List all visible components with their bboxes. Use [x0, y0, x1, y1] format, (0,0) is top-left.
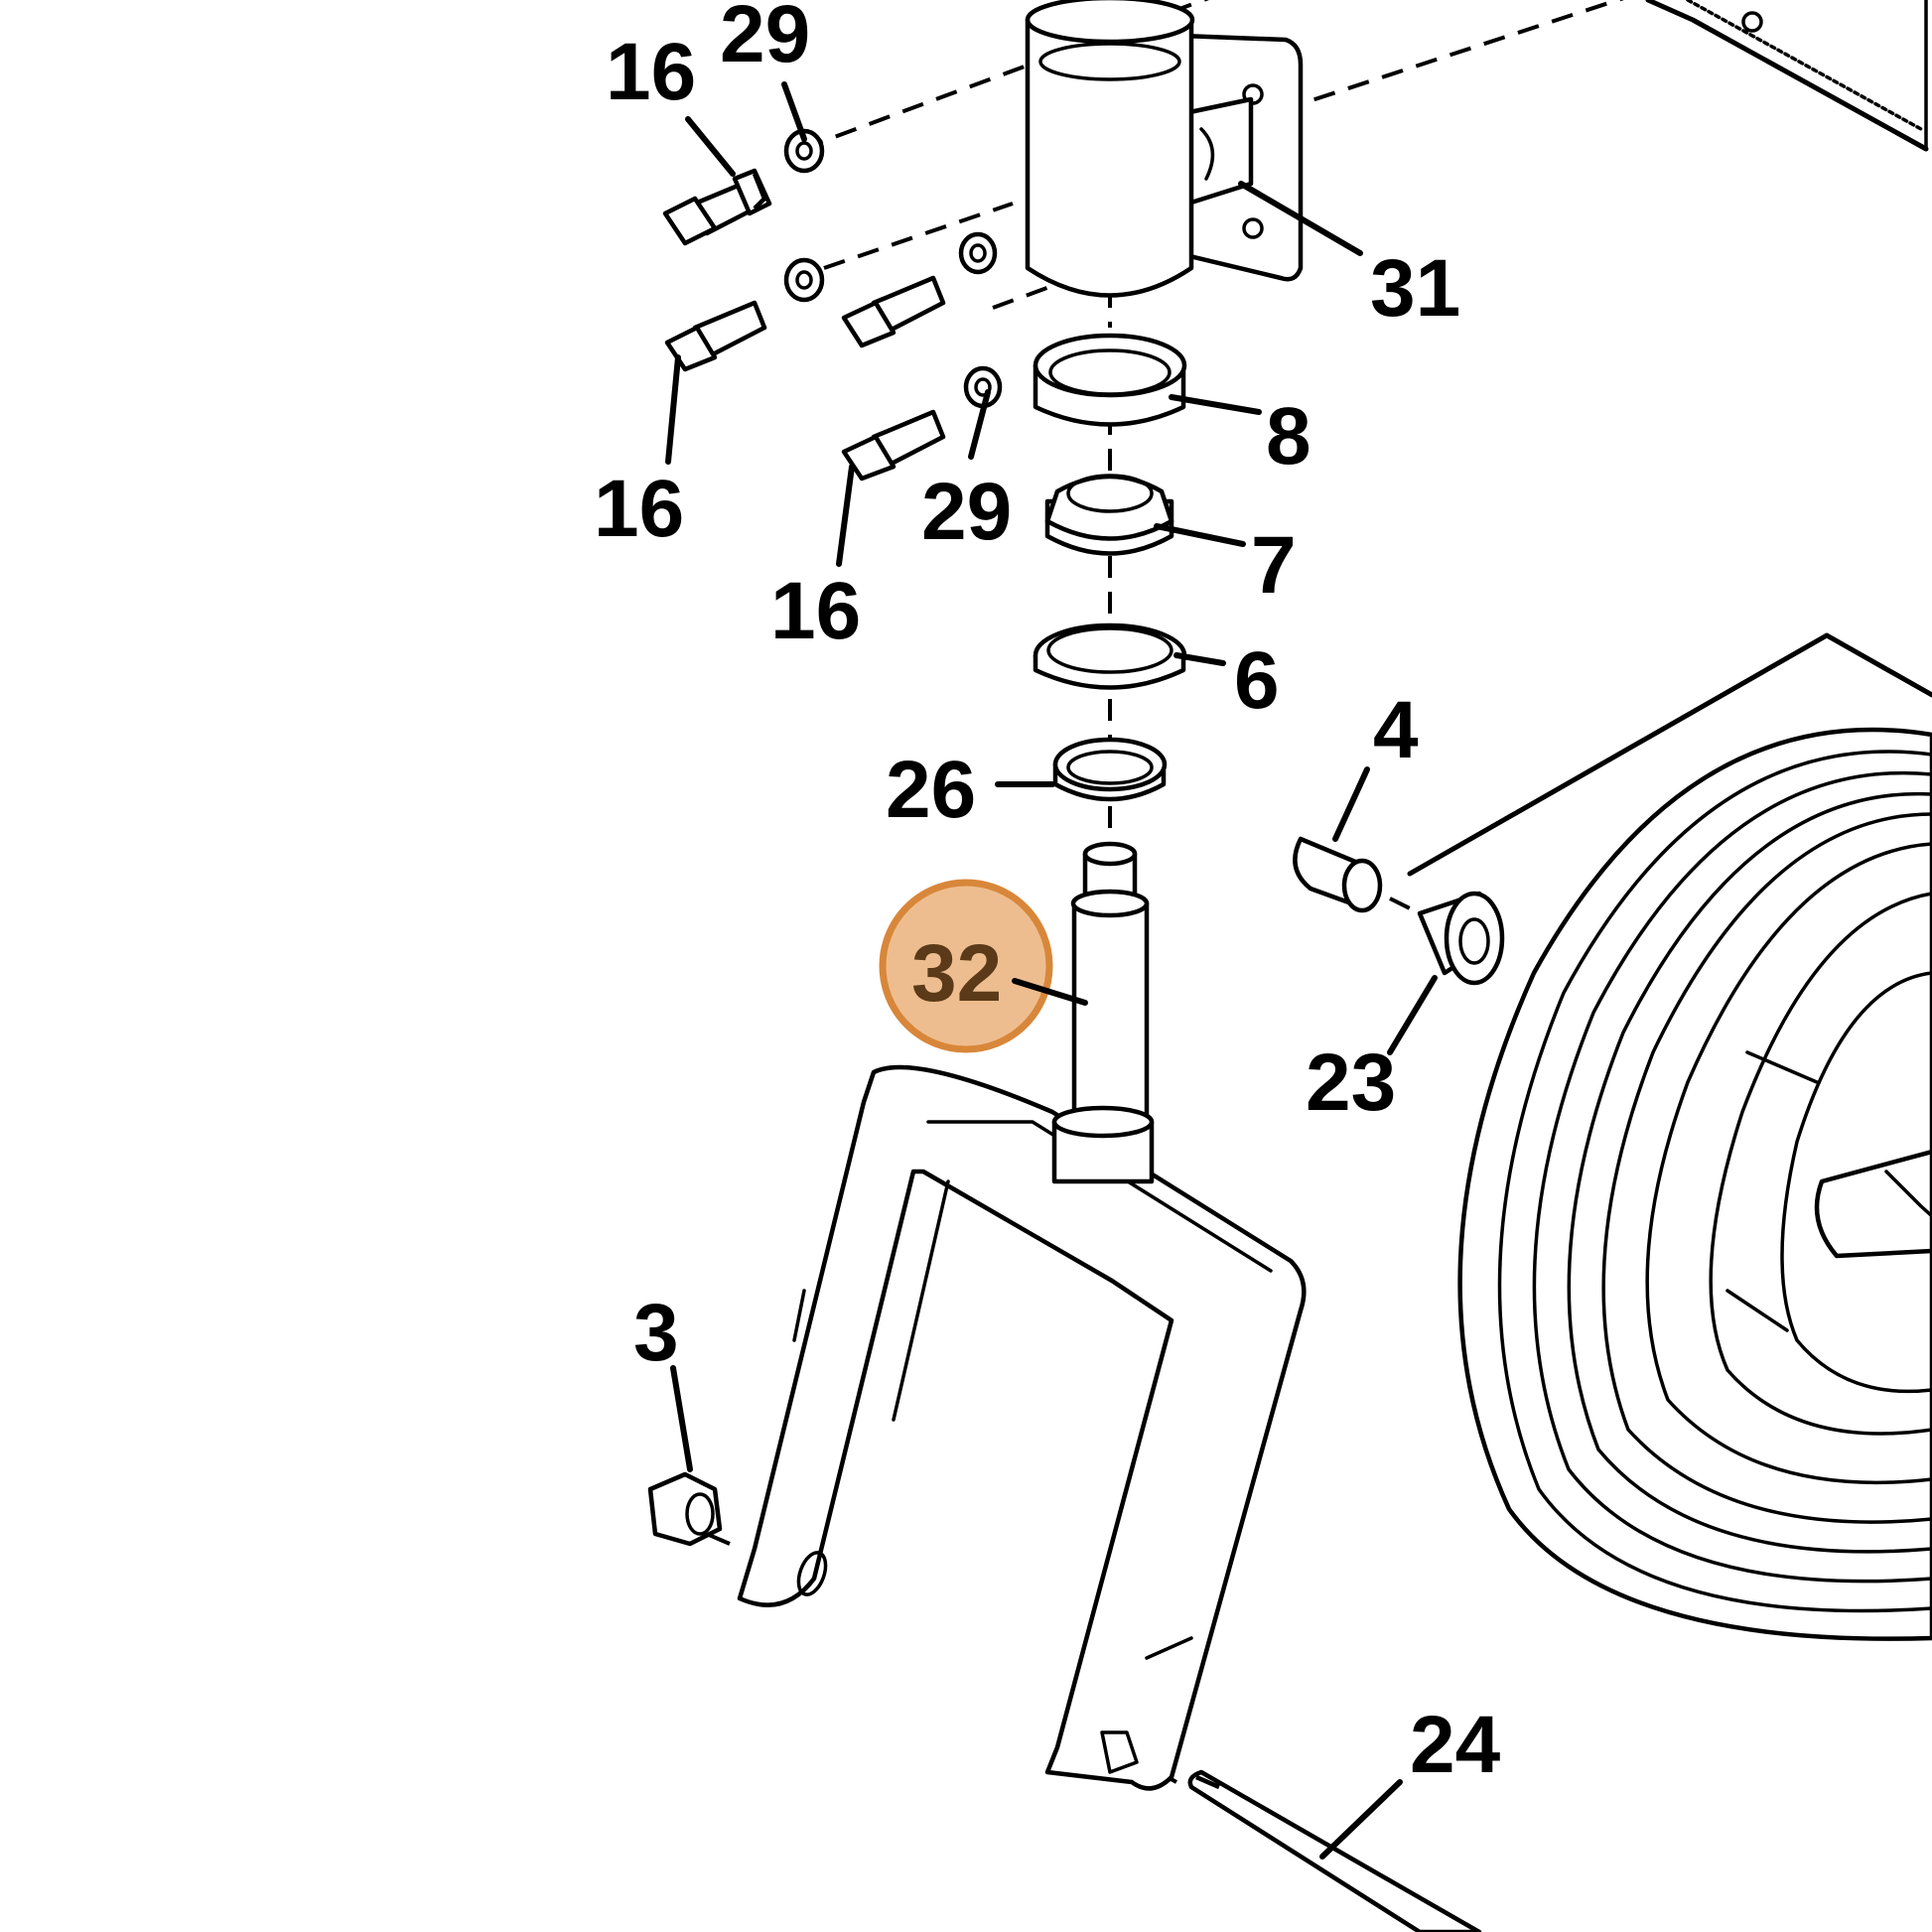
- callout-8: 8: [1266, 391, 1311, 482]
- spacer: [1293, 836, 1383, 913]
- callout-16-mid: 16: [594, 464, 684, 554]
- leader-lines: [665, 81, 1438, 1860]
- callout-16-lower: 16: [770, 566, 861, 656]
- bolt-16-mid: [664, 300, 767, 372]
- caster-fork: [737, 1064, 1307, 1791]
- bearing-cup: [1033, 333, 1187, 427]
- highlight-circle: [879, 879, 1053, 1053]
- small-bushing: [1052, 737, 1168, 802]
- tapered-bearing: [1044, 474, 1174, 556]
- washer-29-mid: [783, 257, 825, 303]
- callout-16-top: 16: [606, 27, 696, 117]
- callout-3: 3: [633, 1288, 679, 1378]
- bolt-16-top: [662, 168, 772, 246]
- nut: [647, 1471, 723, 1547]
- axle: [1187, 1769, 1482, 1932]
- bolt-16-lower: [841, 409, 946, 482]
- seal-ring: [1033, 622, 1187, 690]
- callout-23: 23: [1306, 1037, 1396, 1128]
- washer-29-center: [958, 231, 998, 275]
- callout-7: 7: [1251, 520, 1297, 611]
- callout-24: 24: [1410, 1700, 1501, 1790]
- frame-plate: [1645, 0, 1929, 152]
- wheel-bearing: [1417, 891, 1505, 986]
- pivot-housing: [1025, 0, 1304, 298]
- callout-4: 4: [1373, 685, 1419, 775]
- callout-labels: 16 29 31 16 8 29 7 16 6 4 26 32 23 3 24: [594, 0, 1501, 1790]
- callout-29-top: 29: [720, 0, 810, 79]
- spindle: [1070, 841, 1150, 1135]
- callout-6: 6: [1234, 635, 1280, 726]
- callout-29-mid: 29: [921, 467, 1012, 557]
- bolt-16-center: [841, 275, 946, 348]
- callout-31: 31: [1370, 243, 1460, 334]
- callout-26: 26: [886, 745, 976, 835]
- callout-32[interactable]: 32: [911, 928, 1002, 1019]
- wheel: [1407, 632, 1932, 1641]
